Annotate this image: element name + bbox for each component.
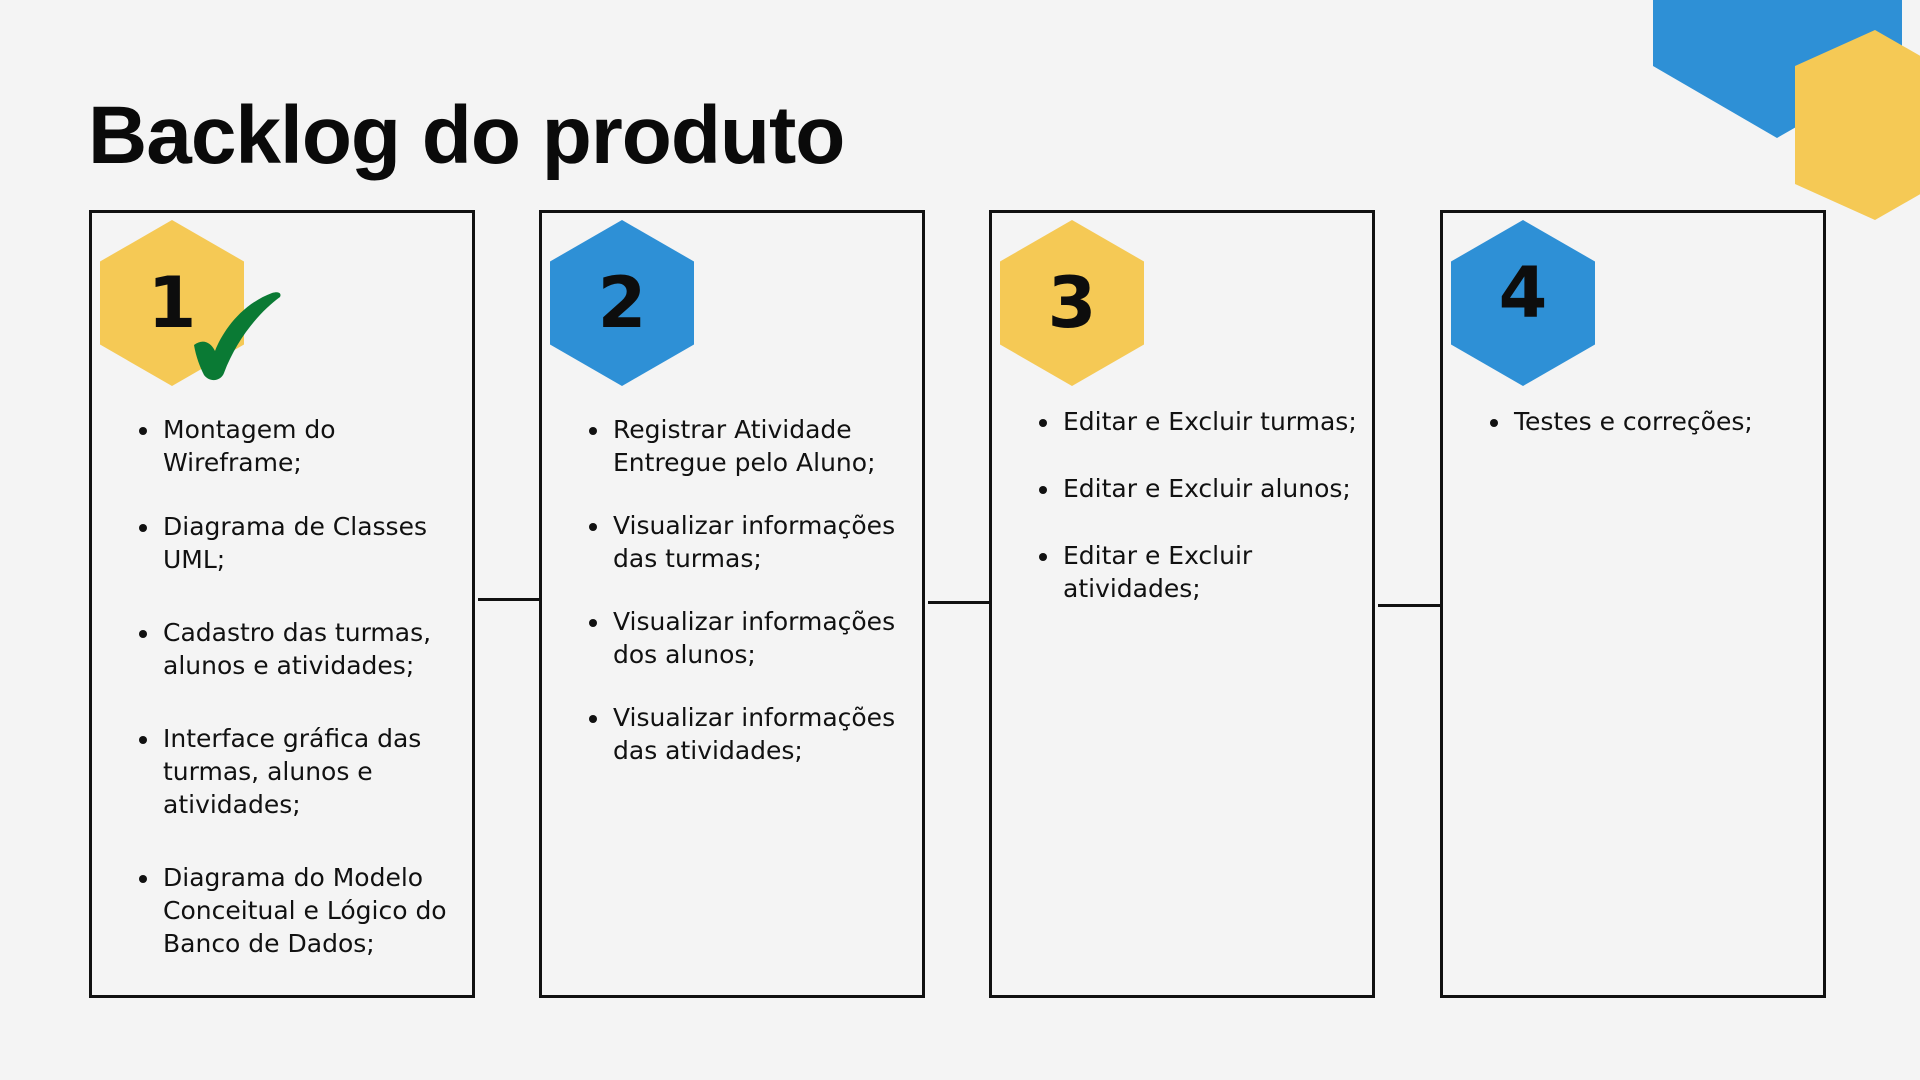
backlog-stage-2: 2 Registrar Atividade Entregue pelo Alun…	[539, 210, 925, 998]
connector-line-1-2	[478, 598, 539, 601]
list-item: Visualizar informações dos alunos;	[611, 605, 912, 671]
backlog-stage-1: 1 Montagem do Wireframe; Diagrama de Cla…	[89, 210, 475, 998]
decorative-yellow-hexagon	[1795, 30, 1920, 220]
list-item: Testes e correções;	[1512, 405, 1813, 438]
list-item: Editar e Excluir turmas;	[1061, 405, 1362, 438]
list-item: Diagrama do Modelo Conceitual e Lógico d…	[161, 861, 462, 960]
stage-number: 3	[1047, 262, 1097, 344]
list-item: Interface gráfica das turmas, alunos e a…	[161, 722, 462, 821]
list-item: Montagem do Wireframe;	[161, 413, 462, 479]
stage-items-list: Testes e correções;	[1486, 405, 1813, 469]
stage-number: 4	[1498, 252, 1548, 334]
decorative-blue-hexagon	[1653, 0, 1902, 138]
check-icon	[194, 292, 281, 381]
page-title: Backlog do produto	[88, 90, 845, 181]
list-item: Editar e Excluir atividades;	[1061, 539, 1362, 605]
stage-number: 1	[147, 262, 197, 344]
list-item: Visualizar informações das atividades;	[611, 701, 912, 767]
stage-number: 2	[597, 262, 647, 344]
stage-items-list: Registrar Atividade Entregue pelo Aluno;…	[585, 413, 912, 797]
connector-line-2-3	[928, 601, 989, 604]
list-item: Visualizar informações das turmas;	[611, 509, 912, 575]
stage-items-list: Editar e Excluir turmas; Editar e Exclui…	[1035, 405, 1362, 639]
list-item: Registrar Atividade Entregue pelo Aluno;	[611, 413, 912, 479]
backlog-stage-3: 3 Editar e Excluir turmas; Editar e Excl…	[989, 210, 1375, 998]
connector-line-3-4	[1378, 604, 1440, 607]
list-item: Cadastro das turmas, alunos e atividades…	[161, 616, 462, 682]
stage-items-list: Montagem do Wireframe; Diagrama de Class…	[135, 413, 462, 991]
backlog-stage-4: 4 Testes e correções;	[1440, 210, 1826, 998]
list-item: Diagrama de Classes UML;	[161, 510, 462, 576]
list-item: Editar e Excluir alunos;	[1061, 472, 1362, 505]
